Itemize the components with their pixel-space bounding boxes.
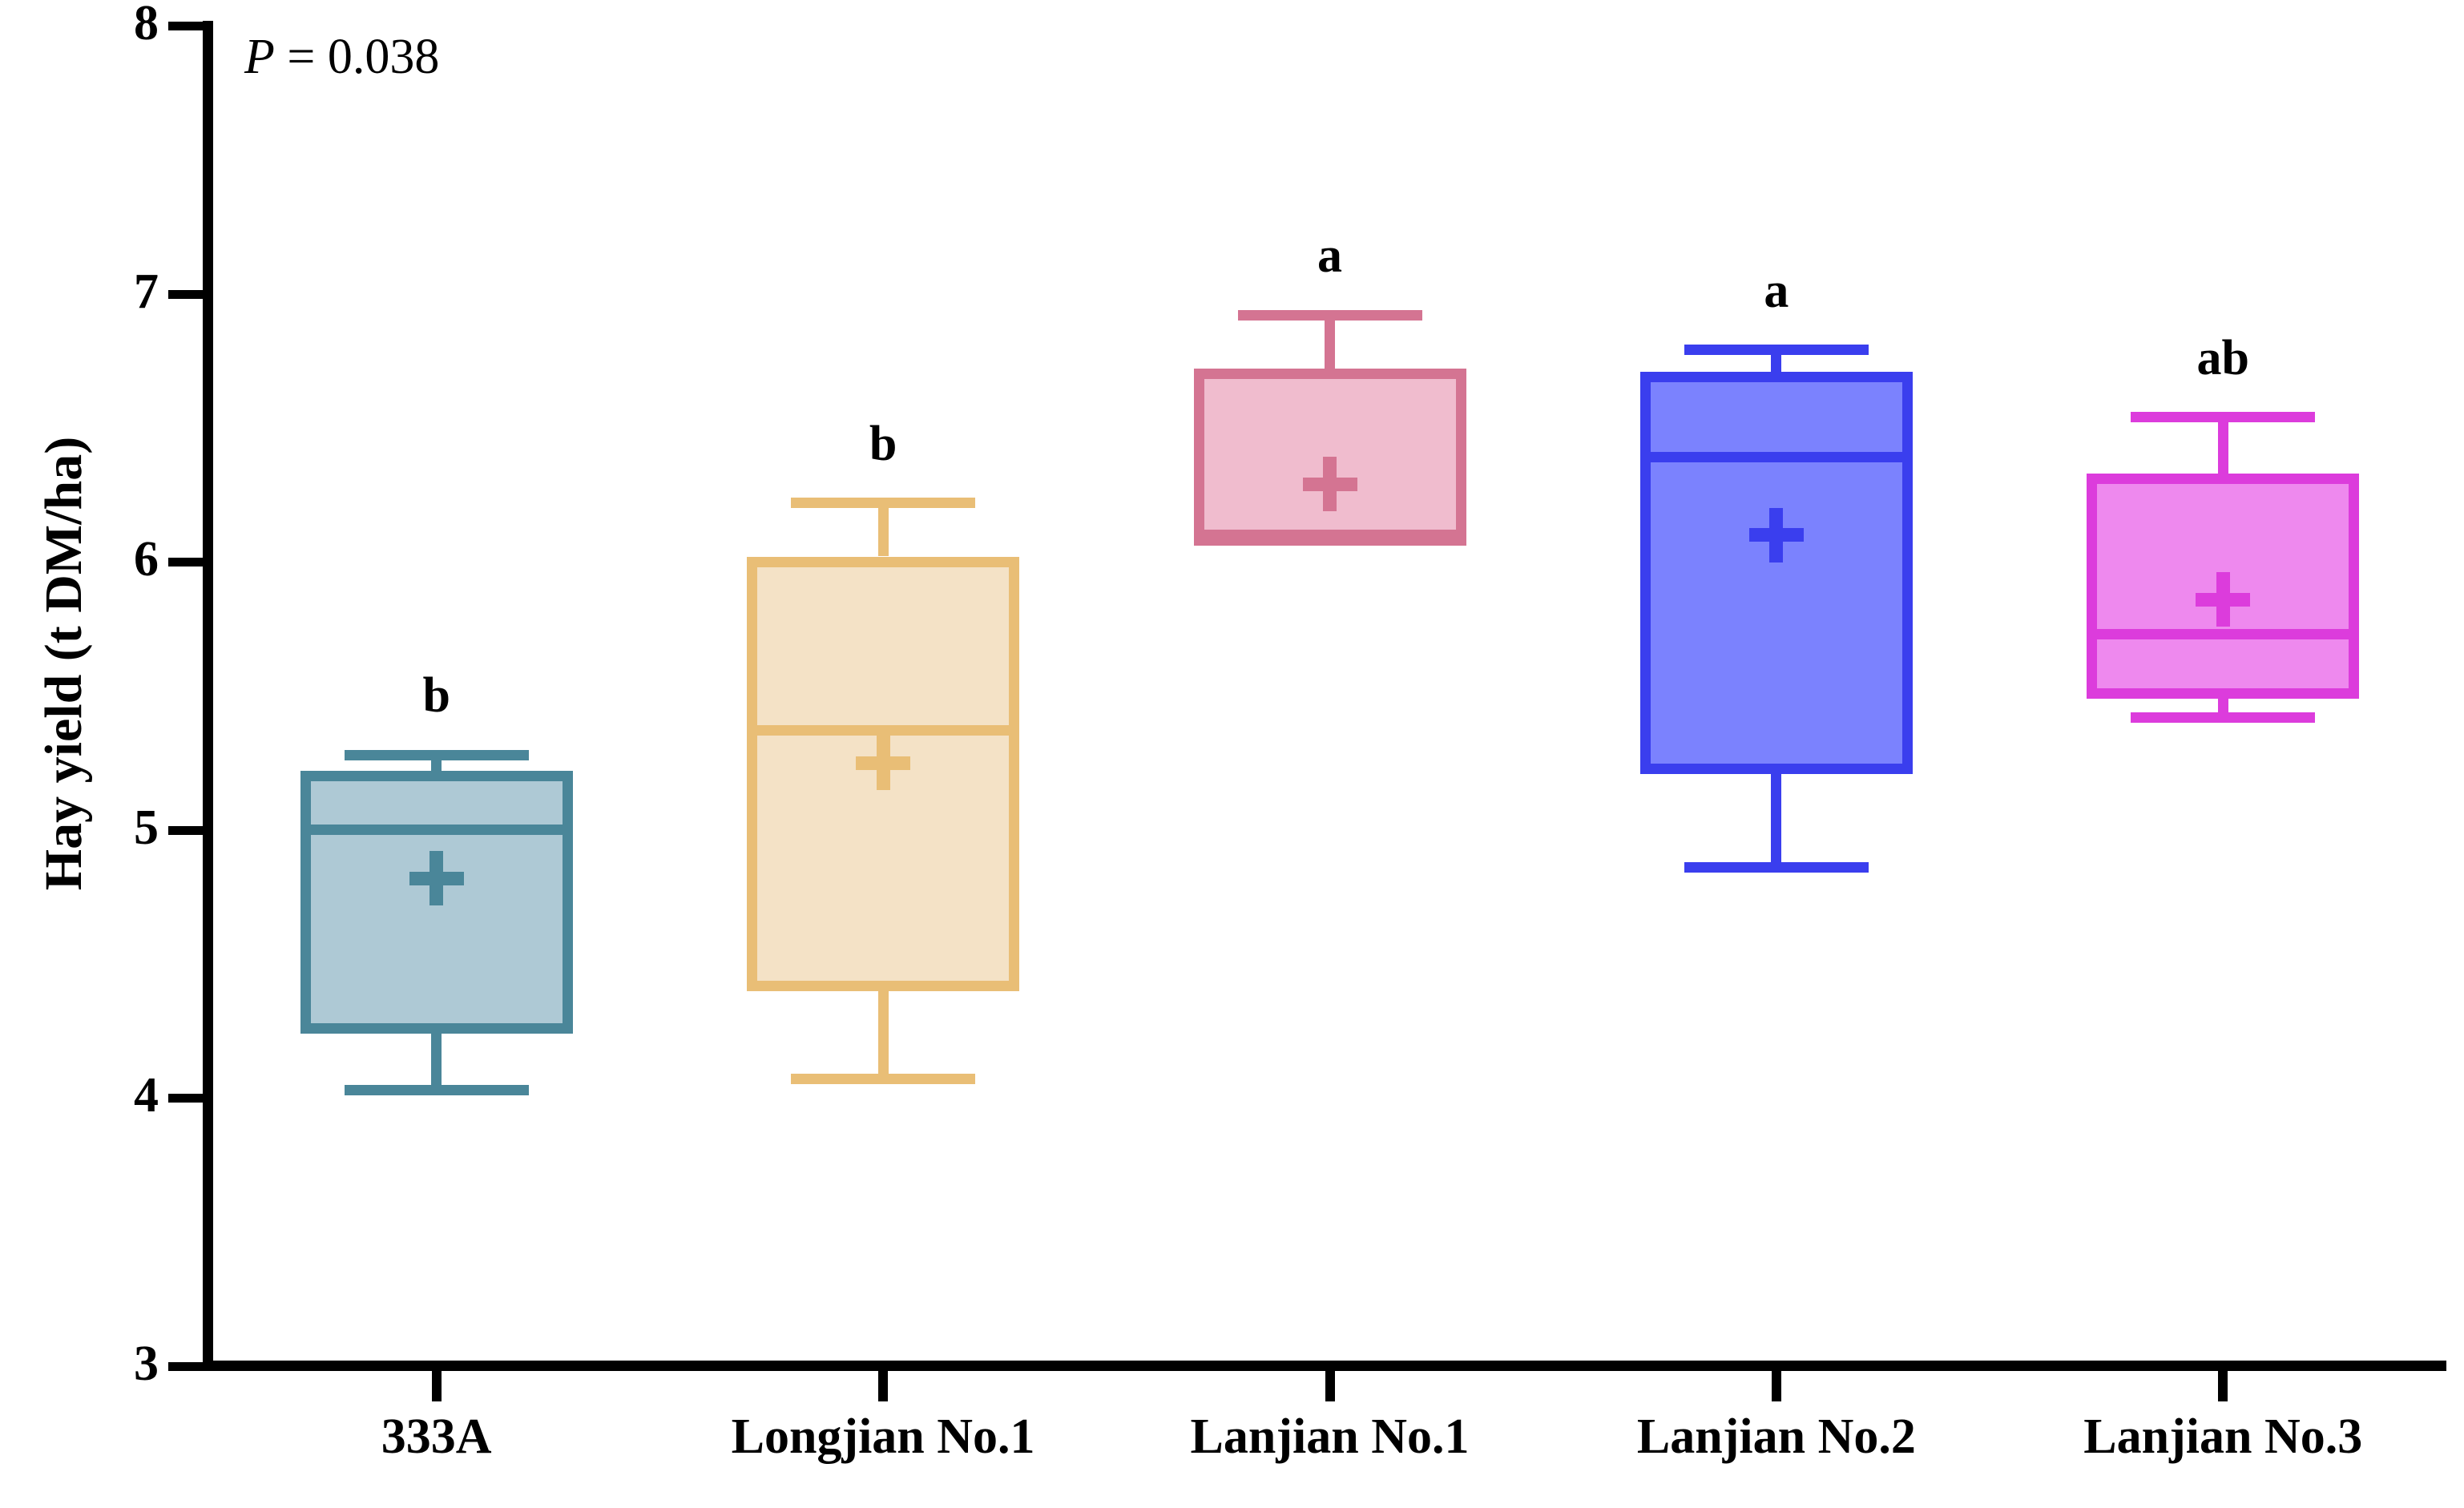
y-axis-tick <box>168 22 204 30</box>
x-axis-tick-label: Lanjian No.3 <box>2083 1409 2363 1464</box>
y-axis-tick-label: 3 <box>134 1337 159 1391</box>
mean-marker-horizontal <box>409 871 464 885</box>
box-iqr <box>747 556 1020 991</box>
p-symbol: P <box>244 30 275 84</box>
y-axis-label: Hay yield (t DM/ha) <box>34 436 93 891</box>
p-value-annotation: P = 0.038 <box>244 29 439 86</box>
y-axis-tick-label: 7 <box>134 264 159 319</box>
whisker-lower-cap <box>791 1074 976 1085</box>
y-axis-tick-label: 5 <box>134 800 159 855</box>
y-axis-tick <box>168 825 204 835</box>
x-axis-tick <box>878 1371 889 1401</box>
mean-marker-horizontal <box>856 756 911 770</box>
whisker-lower-line <box>877 990 889 1079</box>
median-line <box>300 825 573 836</box>
whisker-lower-line <box>1771 773 1782 868</box>
y-axis-tick <box>168 1094 204 1103</box>
whisker-upper-cap <box>791 498 976 509</box>
median-line <box>2087 629 2360 640</box>
significance-letter: ab <box>2196 330 2250 385</box>
x-axis-tick-label: 333A <box>381 1409 492 1464</box>
y-axis-tick <box>168 1362 204 1371</box>
y-axis-line <box>203 21 213 1371</box>
significance-letter: b <box>422 668 450 724</box>
x-axis-tick-label: Lanjian No.1 <box>1190 1409 1470 1464</box>
x-axis-tick-label: Lanjian No.2 <box>1636 1409 1916 1464</box>
y-axis-tick-label: 4 <box>134 1068 159 1123</box>
x-axis-tick-label: Longjian No.1 <box>731 1409 1035 1464</box>
whisker-upper-line <box>877 502 889 557</box>
x-axis-tick <box>431 1371 442 1401</box>
mean-marker-horizontal <box>2196 592 2251 607</box>
whisker-lower-cap <box>2131 712 2316 723</box>
whisker-upper-cap <box>2131 412 2316 423</box>
x-axis-tick <box>1325 1371 1335 1401</box>
whisker-upper-cap <box>344 749 529 760</box>
mean-marker-horizontal <box>1748 528 1804 542</box>
whisker-upper-line <box>1771 349 1782 372</box>
p-value-text: = 0.038 <box>274 30 440 84</box>
x-axis-tick <box>1771 1371 1781 1401</box>
y-axis-tick <box>168 289 204 299</box>
whisker-upper-line <box>2217 417 2228 474</box>
box-iqr <box>1639 371 1913 774</box>
median-line <box>1193 530 1466 541</box>
significance-letter: a <box>1317 228 1342 284</box>
y-axis-tick <box>168 558 204 567</box>
median-line <box>747 725 1020 736</box>
whisker-upper-cap <box>1237 309 1422 321</box>
y-axis-tick-label: 6 <box>134 532 159 587</box>
x-axis-tick <box>2218 1371 2228 1401</box>
median-line <box>1639 452 1913 463</box>
whisker-lower-cap <box>1684 862 1869 873</box>
whisker-lower-cap <box>344 1084 529 1095</box>
mean-marker-horizontal <box>1302 477 1357 491</box>
whisker-upper-cap <box>1684 345 1869 356</box>
whisker-upper-line <box>1325 315 1335 369</box>
x-axis-line <box>203 1361 2446 1371</box>
box-iqr <box>2087 473 2360 699</box>
significance-letter: b <box>869 416 897 471</box>
whisker-lower-line <box>431 1034 442 1091</box>
y-axis-tick-label: 8 <box>134 0 159 50</box>
significance-letter: a <box>1764 263 1789 318</box>
